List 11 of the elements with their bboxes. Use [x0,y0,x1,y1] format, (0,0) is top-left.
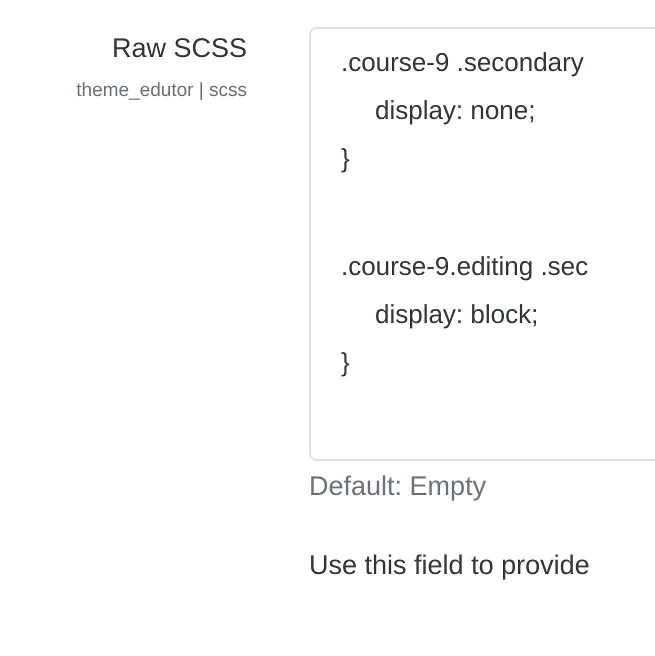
code-line: display: none; [375,95,536,126]
code-line: } [341,347,350,378]
code-line: .course-9 .secondary [341,47,584,78]
setting-identifier: theme_edutor | scss [76,80,247,103]
setting-title: Raw SCSS [112,32,247,64]
code-line: .course-9.editing .sec [341,251,588,282]
code-line: display: block; [375,299,538,330]
setting-description: Use this field to provide [309,549,590,582]
code-line: } [341,143,350,174]
default-value-note: Default: Empty [309,470,486,502]
code-text-area [309,27,655,461]
